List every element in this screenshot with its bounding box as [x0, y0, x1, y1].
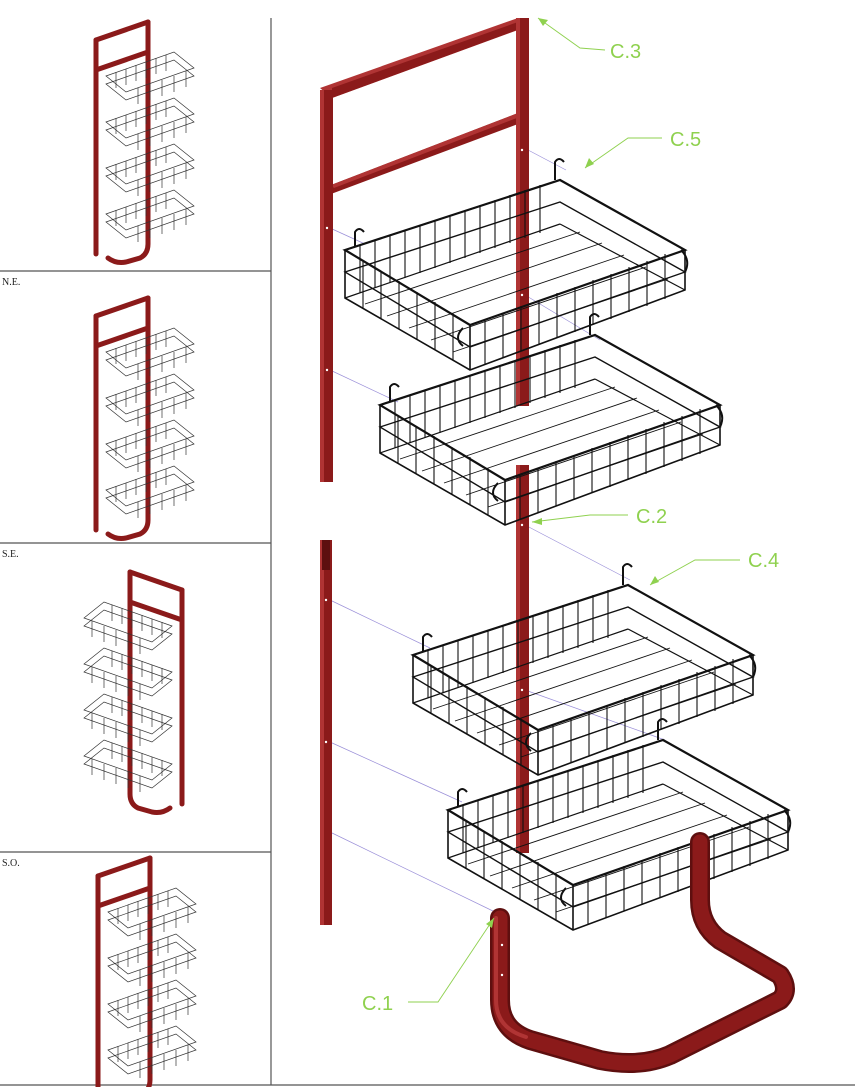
view-label-se: S.E. [2, 549, 19, 560]
basket-c5-second [378, 312, 724, 527]
exploded-assembly [320, 18, 795, 1073]
middle-post-c2 [320, 465, 529, 925]
view-label-ne: N.E. [2, 277, 21, 288]
alignment-guides [329, 149, 666, 913]
upper-frame-c3 [320, 18, 529, 482]
callout-c1 [408, 917, 495, 1003]
callout-c3 [537, 17, 606, 51]
view-iso-ne [96, 298, 194, 539]
callout-label-c3: C.3 [610, 41, 641, 63]
basket-c4-bottom [446, 717, 792, 932]
callout-label-c4: C.4 [748, 550, 779, 572]
base-c1 [490, 832, 795, 1073]
callouts [408, 17, 740, 1003]
callout-label-c1: C.1 [362, 993, 393, 1015]
callout-c5 [584, 137, 662, 169]
callout-c4 [649, 559, 740, 586]
view-label-so: S.O. [2, 858, 20, 869]
callout-label-c2: C.2 [636, 506, 667, 528]
basket-c4-third [411, 562, 757, 777]
view-panels [0, 18, 855, 1086]
view-iso-so [98, 858, 196, 1087]
view-iso-se [84, 572, 182, 813]
view-iso-1 [96, 22, 194, 263]
callout-labels: C.3 C.5 C.2 C.4 C.1 [362, 41, 779, 1015]
callout-c2 [531, 514, 628, 525]
callout-label-c5: C.5 [670, 129, 701, 151]
